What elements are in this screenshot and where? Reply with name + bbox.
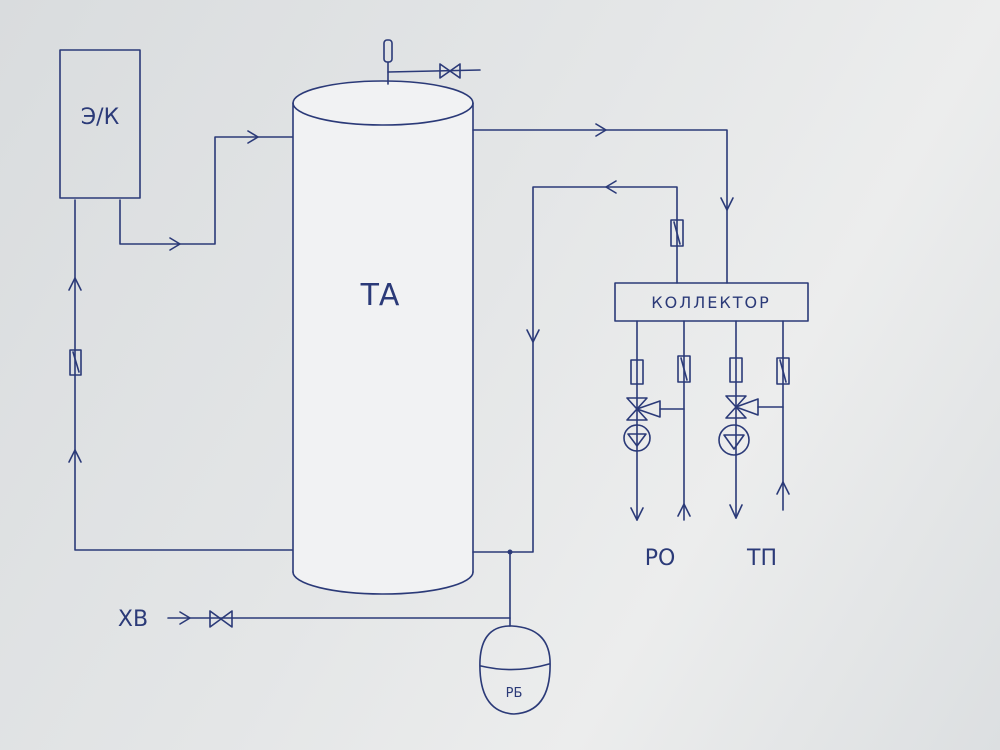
radiator-supply-line bbox=[623, 320, 661, 521]
arrow-down-icon bbox=[526, 329, 540, 343]
collector-return-pipe bbox=[472, 186, 678, 553]
arrow-right-icon bbox=[595, 123, 607, 137]
collector: КОЛЛЕКТОР bbox=[614, 282, 809, 322]
boiler-body bbox=[59, 49, 141, 199]
pump-tp-triangle bbox=[723, 434, 745, 450]
floor-supply-line bbox=[718, 320, 759, 519]
pump-ro-triangle bbox=[627, 433, 647, 447]
arrow-up-icon bbox=[68, 449, 82, 463]
radiators-label: РО bbox=[645, 546, 676, 571]
three-way-valve-ro bbox=[626, 397, 648, 421]
collector-label: КОЛЛЕКТОР bbox=[651, 293, 771, 312]
filter-collector-return-mark bbox=[673, 221, 681, 245]
arrow-up-icon bbox=[776, 481, 790, 495]
tank-bottom bbox=[292, 571, 474, 595]
valve-icon bbox=[209, 610, 233, 628]
arrow-right-icon bbox=[179, 611, 191, 625]
drain-pipe bbox=[387, 69, 481, 73]
arrow-down-icon bbox=[720, 197, 734, 211]
arrow-down-icon bbox=[630, 507, 644, 521]
expansion-tank-membrane bbox=[480, 663, 550, 671]
expansion-tank-body bbox=[479, 625, 551, 715]
mixing-valve-actuator-ro bbox=[636, 400, 661, 418]
arrow-left-icon bbox=[605, 180, 617, 194]
collector-body bbox=[614, 282, 809, 322]
valve-icon bbox=[439, 63, 461, 79]
air-vent-valve bbox=[383, 39, 393, 63]
storage-tank: ТА bbox=[292, 80, 474, 595]
radiator-return-line bbox=[659, 320, 691, 521]
cold-water-label: ХВ bbox=[118, 607, 148, 632]
arrow-up-icon bbox=[68, 277, 82, 291]
air-vent bbox=[383, 39, 481, 85]
tank-label: ТА bbox=[360, 278, 400, 313]
arrow-right-icon bbox=[247, 130, 259, 144]
arrow-up-icon bbox=[677, 503, 691, 517]
thermo-valve-tp bbox=[729, 357, 743, 383]
boiler-supply-pipe bbox=[119, 136, 294, 245]
boiler-return-pipe bbox=[74, 199, 296, 551]
arrow-right-icon bbox=[169, 237, 181, 251]
filter-collector-return bbox=[670, 219, 684, 247]
filter-boiler-return bbox=[69, 349, 82, 376]
thermo-valve-ro bbox=[630, 359, 644, 385]
mixing-valve-actuator-tp bbox=[735, 398, 759, 416]
boiler-label: Э/К bbox=[81, 105, 120, 130]
floor-return-line bbox=[757, 320, 790, 511]
filter-tp-return bbox=[776, 357, 790, 385]
boiler: Э/К bbox=[59, 49, 141, 199]
filter-ro-return bbox=[677, 355, 691, 383]
pump-ro-icon bbox=[623, 424, 651, 452]
collector-supply-pipe bbox=[472, 129, 728, 284]
three-way-valve-tp bbox=[725, 395, 747, 419]
arrow-down-icon bbox=[729, 504, 743, 519]
filter-boiler-return-mark bbox=[72, 351, 80, 373]
floor-heating-label: ТП bbox=[746, 546, 777, 571]
pump-tp-icon bbox=[718, 424, 750, 456]
expansion-tank: РБ bbox=[479, 625, 551, 715]
expansion-tank-label: РБ bbox=[506, 686, 523, 701]
